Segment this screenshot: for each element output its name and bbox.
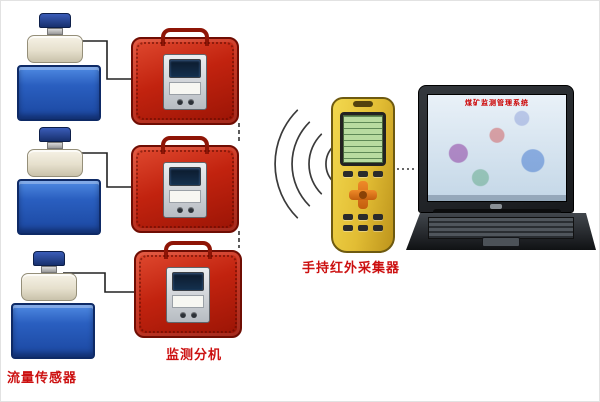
infrared-port bbox=[353, 101, 373, 107]
handheld-key bbox=[343, 171, 353, 177]
case-buttons bbox=[164, 99, 206, 105]
flowmeter-device bbox=[27, 13, 83, 63]
handheld-lcd bbox=[343, 115, 383, 163]
handheld-key-row bbox=[333, 214, 393, 220]
flowmeter-neck bbox=[41, 266, 57, 273]
case-instrument-panel bbox=[166, 267, 210, 323]
flowmeter-cap bbox=[33, 251, 65, 266]
handheld-key bbox=[373, 214, 383, 220]
sensor-tank bbox=[17, 179, 101, 235]
laptop-screen-title: 煤矿监测管理系统 bbox=[465, 100, 529, 107]
flowmeter-body bbox=[21, 273, 77, 301]
sensor-tank bbox=[17, 65, 101, 121]
monitor-unit-case-3 bbox=[134, 250, 242, 338]
case-knob bbox=[176, 99, 183, 105]
handheld-key bbox=[343, 225, 353, 231]
laptop-screen-statusbar bbox=[428, 195, 566, 201]
flowmeter-body bbox=[27, 35, 83, 63]
flowmeter-cap bbox=[39, 127, 71, 142]
case-display bbox=[169, 167, 201, 186]
laptop-base bbox=[406, 213, 596, 250]
laptop-display: 煤矿监测管理系统 bbox=[427, 94, 567, 202]
flowmeter-device bbox=[27, 127, 83, 177]
handheld-dpad bbox=[349, 181, 377, 209]
handheld-screen-frame bbox=[340, 112, 386, 166]
label-monitor-unit: 监测分机 bbox=[165, 347, 222, 362]
case-knob bbox=[190, 312, 197, 318]
handheld-key bbox=[373, 171, 383, 177]
laptop-brand-logo bbox=[490, 204, 502, 209]
case-buttons bbox=[164, 207, 206, 213]
handheld-key bbox=[343, 214, 353, 220]
handheld-key bbox=[373, 225, 383, 231]
case-label-strip bbox=[169, 190, 201, 203]
laptop-touchpad bbox=[482, 237, 520, 247]
wireless-wave-icon bbox=[274, 109, 299, 219]
flowmeter-body bbox=[27, 149, 83, 177]
case-knob bbox=[187, 99, 194, 105]
flowmeter-cap bbox=[39, 13, 71, 28]
handheld-key bbox=[358, 214, 368, 220]
laptop-screen-bezel: 煤矿监测管理系统 bbox=[418, 85, 574, 213]
sensor-tank bbox=[11, 303, 95, 359]
flowmeter-device bbox=[21, 251, 77, 301]
case-label-strip bbox=[172, 295, 204, 308]
case-display bbox=[169, 59, 201, 78]
flow-sensor-unit-3 bbox=[11, 251, 95, 359]
flowmeter-neck bbox=[47, 142, 63, 149]
case-knob bbox=[179, 312, 186, 318]
wireless-wave-icon bbox=[308, 133, 323, 195]
laptop-hinge bbox=[433, 209, 561, 215]
dpad-center-button bbox=[359, 191, 367, 199]
case-display bbox=[172, 272, 204, 291]
case-knob bbox=[187, 207, 194, 213]
laptop-keyboard bbox=[428, 217, 574, 239]
flow-sensor-unit-1 bbox=[17, 13, 101, 121]
case-knob bbox=[176, 207, 183, 213]
wireless-wave-icon bbox=[291, 121, 311, 207]
case-instrument-panel bbox=[163, 162, 207, 218]
handheld-key bbox=[358, 225, 368, 231]
handheld-key-row bbox=[333, 225, 393, 231]
label-handheld-collector: 手持红外采集器 bbox=[302, 260, 401, 275]
flowmeter-neck bbox=[47, 28, 63, 35]
label-flow-sensor: 流量传感器 bbox=[7, 370, 78, 385]
case-label-strip bbox=[169, 82, 201, 95]
handheld-key-row bbox=[333, 171, 393, 177]
case-instrument-panel bbox=[163, 54, 207, 110]
monitor-unit-case-1 bbox=[131, 37, 239, 125]
handheld-key bbox=[358, 171, 368, 177]
monitor-unit-case-2 bbox=[131, 145, 239, 233]
flow-sensor-unit-2 bbox=[17, 127, 101, 235]
handheld-collector-device bbox=[331, 97, 395, 253]
case-buttons bbox=[167, 312, 209, 318]
